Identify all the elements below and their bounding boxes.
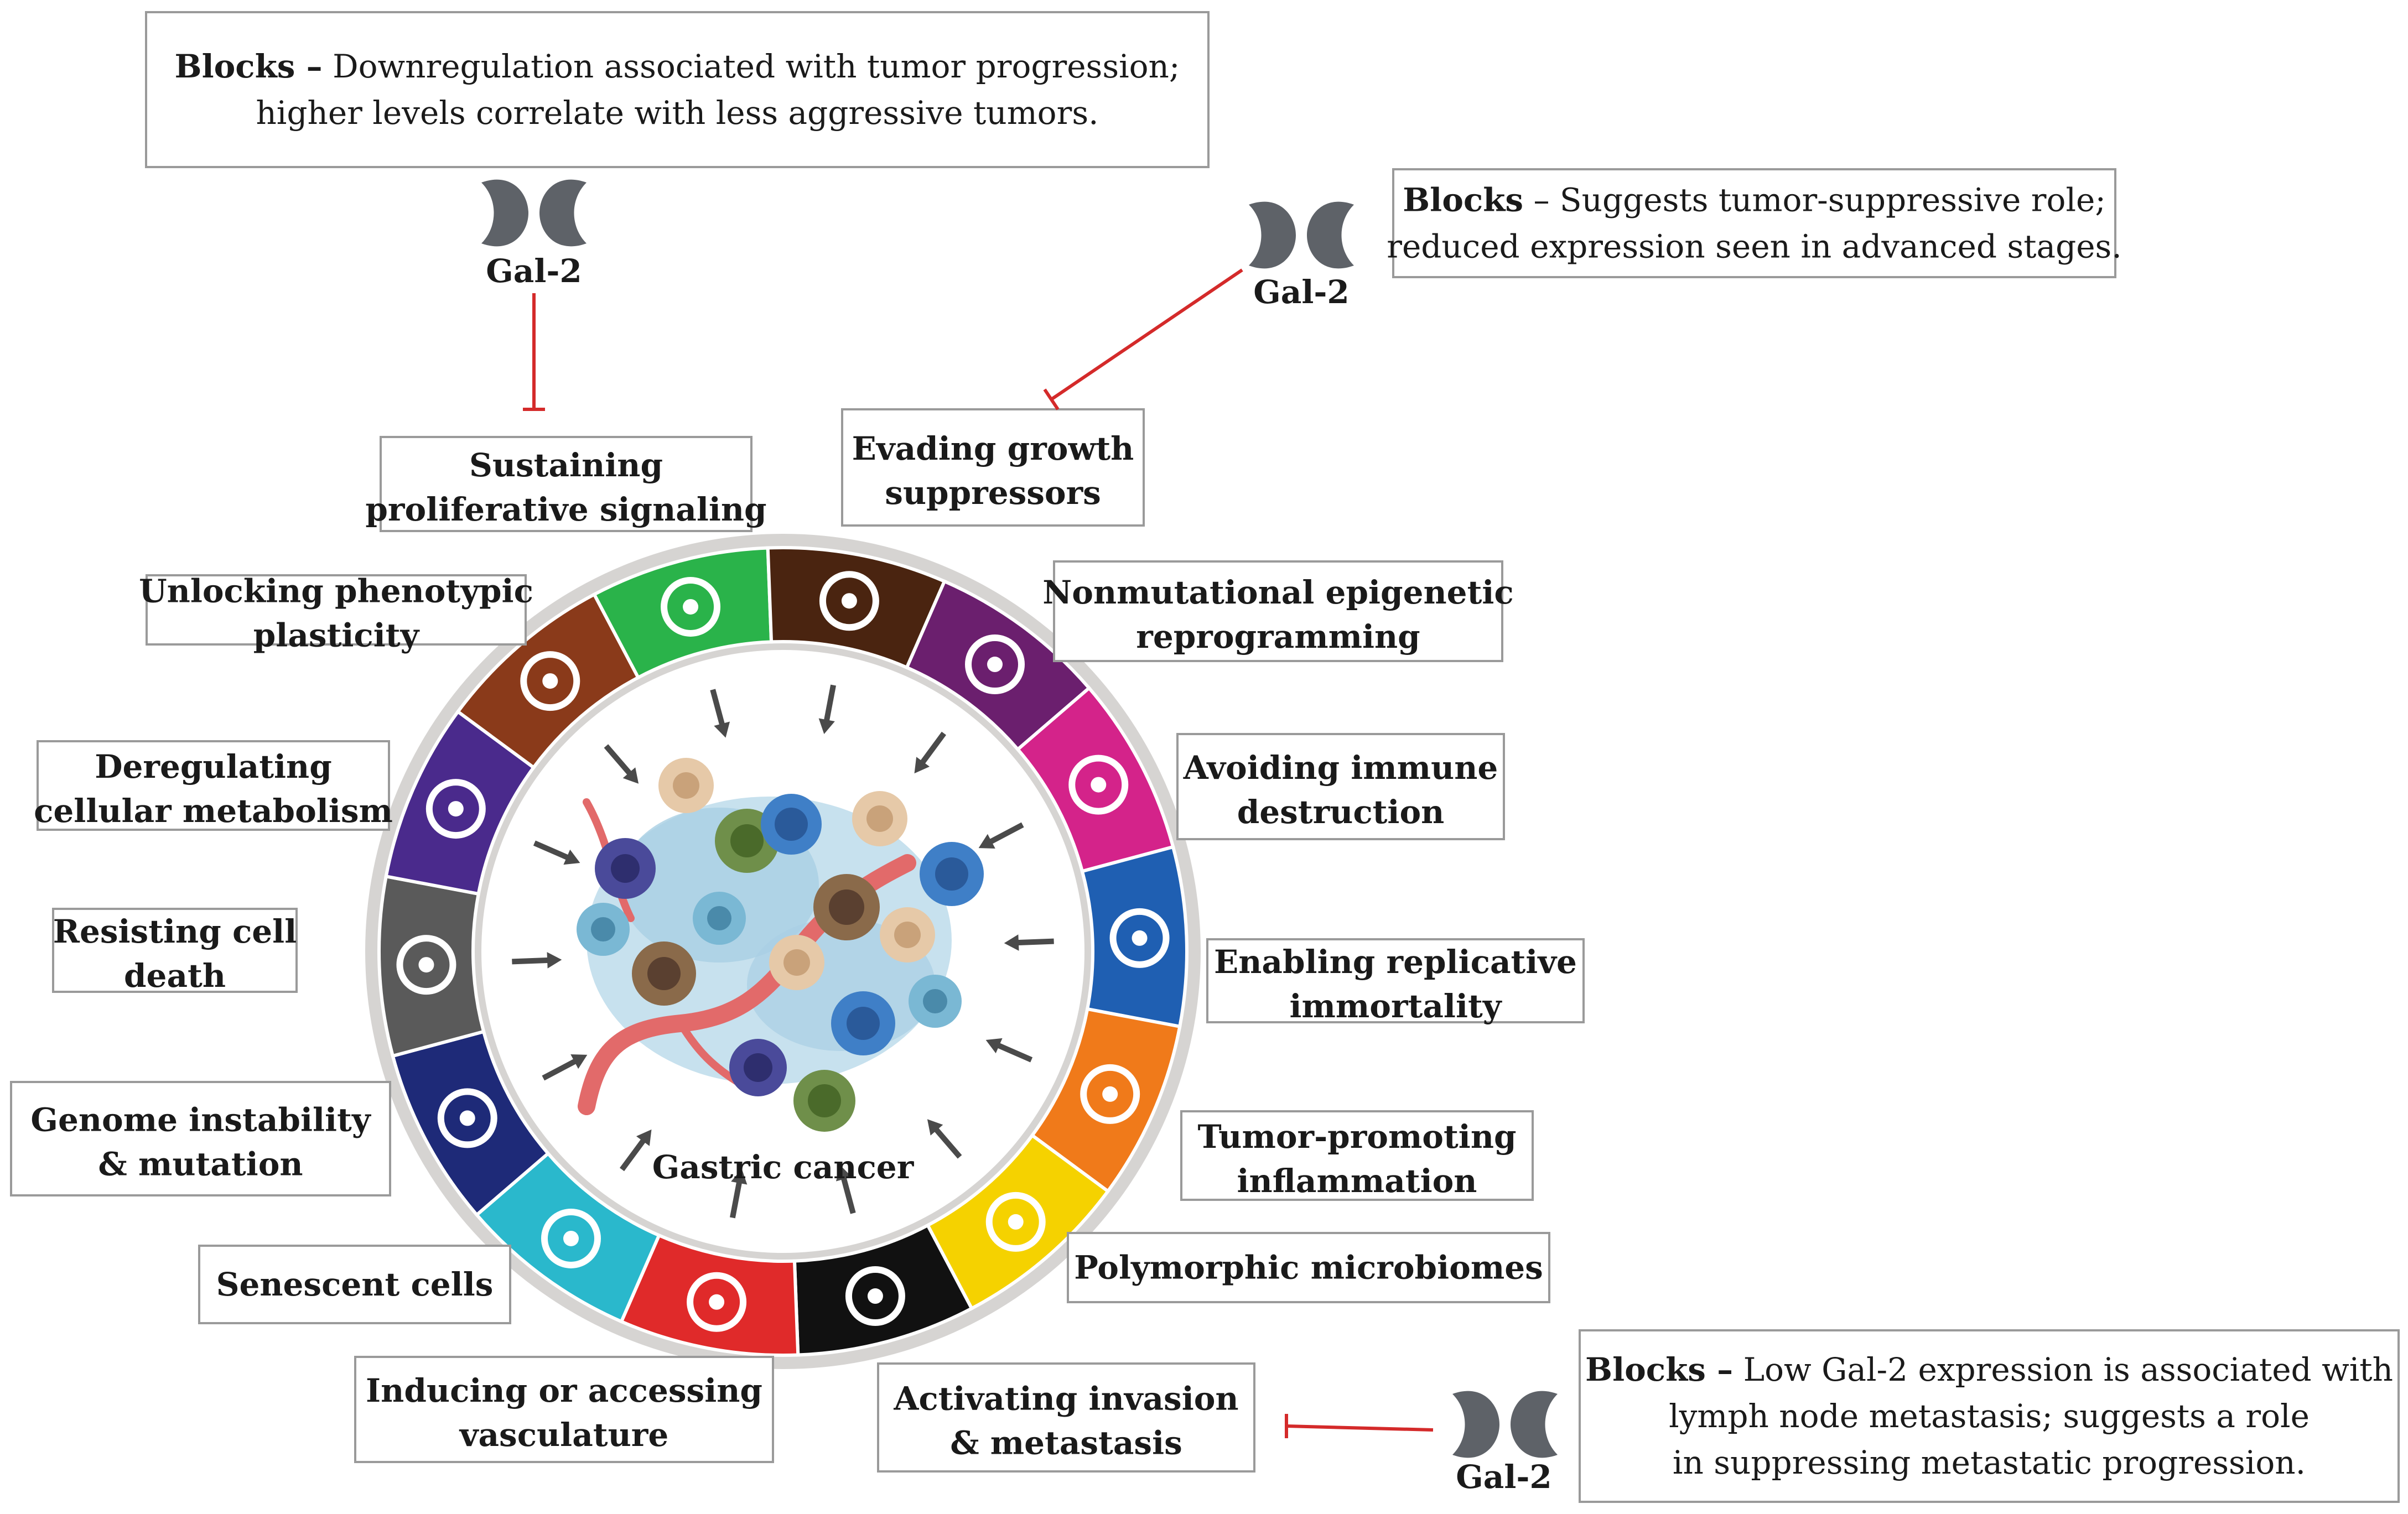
label-polymorphic-microbiomes: Polymorphic microbiomes bbox=[1067, 1232, 1550, 1303]
dna-icon bbox=[437, 1088, 497, 1148]
flame-icon bbox=[1080, 1064, 1140, 1124]
center-label: Gastric cancer bbox=[652, 1148, 915, 1186]
label-line1: Unlocking phenotypic bbox=[139, 573, 533, 610]
leaf-icon bbox=[541, 1208, 601, 1268]
label-line2: proliferative signaling bbox=[365, 491, 766, 528]
note-line3: in suppressing metastatic progression. bbox=[1673, 1444, 2306, 1481]
hallmark-labels: Sustaining proliferative signaling Evading… bbox=[10, 408, 1585, 1473]
label-activating-invasion-metastasis: Activating invasion & metastasis bbox=[877, 1362, 1255, 1473]
inhibit-line bbox=[1286, 1424, 1434, 1432]
label-line1: Genome instability bbox=[30, 1101, 371, 1139]
key-icon bbox=[520, 651, 580, 711]
gal2-icon bbox=[481, 179, 587, 247]
label-line2: death bbox=[124, 957, 226, 995]
label-enabling-replicative-immortality: Enabling replicative immortality bbox=[1206, 938, 1585, 1025]
label-deregulating-cellular-metabolism: Deregulating cellular metabolism bbox=[34, 740, 393, 831]
label-line2: & mutation bbox=[98, 1146, 303, 1183]
gal2-label: Gal-2 bbox=[486, 252, 582, 290]
vessel-icon bbox=[687, 1272, 747, 1332]
label-line1: Resisting cell bbox=[53, 913, 297, 950]
gal2-label: Gal-2 bbox=[1253, 273, 1350, 311]
gal2-note-3: Blocks – Low Gal-2 expression is associa… bbox=[1579, 1329, 2400, 1503]
gal2-note-2: Blocks – Suggests tumor-suppressive role… bbox=[1387, 168, 2122, 278]
gal2-note-1: Blocks – Downregulation associated with … bbox=[145, 11, 1210, 168]
note-line2: reduced expression seen in advanced stag… bbox=[1387, 228, 2122, 266]
label-line2: & metastasis bbox=[950, 1424, 1182, 1462]
gal2-annotations: Blocks – Downregulation associated with … bbox=[145, 11, 2400, 1503]
prohibit-icon bbox=[819, 571, 879, 631]
label-senescent-cells: Senescent cells bbox=[198, 1245, 511, 1324]
note-line1: Blocks – Downregulation associated with … bbox=[175, 48, 1180, 85]
label-line1: Tumor-promoting bbox=[1197, 1118, 1516, 1156]
gal2-label: Gal-2 bbox=[1456, 1458, 1552, 1496]
note-line1: Blocks – Low Gal-2 expression is associa… bbox=[1585, 1351, 2393, 1388]
note-line1: Blocks – Suggests tumor-suppressive role… bbox=[1403, 181, 2106, 219]
atom-icon bbox=[425, 779, 486, 839]
label-line2: reprogramming bbox=[1136, 618, 1420, 655]
gal2-icon bbox=[1249, 201, 1354, 269]
label-line1: Avoiding immune bbox=[1183, 749, 1498, 787]
inhibit-line bbox=[1050, 268, 1243, 401]
hallmark-segments bbox=[377, 546, 1189, 1357]
label-line2: plasticity bbox=[253, 617, 421, 654]
tumor-illustration bbox=[577, 758, 984, 1132]
inward-arrows bbox=[512, 684, 1054, 1219]
chromatin-icon bbox=[965, 634, 1025, 695]
label-line1: Polymorphic microbiomes bbox=[1074, 1249, 1543, 1287]
label-inducing-accessing-vasculature: Inducing or accessing vasculature bbox=[354, 1356, 774, 1463]
label-line1: Inducing or accessing bbox=[366, 1372, 762, 1409]
label-line2: destruction bbox=[1237, 793, 1445, 831]
label-line2: cellular metabolism bbox=[34, 792, 393, 830]
label-genome-instability-mutation: Genome instability & mutation bbox=[10, 1081, 391, 1196]
label-line2: inflammation bbox=[1237, 1162, 1477, 1200]
label-line2: vasculature bbox=[459, 1416, 668, 1454]
label-line2: suppressors bbox=[885, 474, 1101, 512]
infinity-icon bbox=[1109, 908, 1170, 968]
label-line1: Evading growth bbox=[852, 430, 1134, 467]
label-line1: Activating invasion bbox=[893, 1380, 1238, 1418]
label-line2: immortality bbox=[1290, 987, 1503, 1025]
label-unlocking-phenotypic-plasticity: Unlocking phenotypic plasticity bbox=[139, 573, 533, 654]
label-resisting-cell-death: Resisting cell death bbox=[52, 908, 298, 995]
note-line2: lymph node metastasis; suggests a role bbox=[1669, 1397, 2310, 1435]
label-nonmutational-epigenetic-reprogramming: Nonmutational epigenetic reprogramming bbox=[1042, 560, 1514, 662]
label-line1: Senescent cells bbox=[216, 1266, 494, 1303]
gal2-icon bbox=[1452, 1391, 1558, 1458]
label-line1: Deregulating bbox=[95, 748, 332, 785]
label-line1: Nonmutational epigenetic bbox=[1042, 574, 1513, 611]
bacteria-icon bbox=[985, 1192, 1046, 1252]
label-evading-growth-suppressors: Evading growth suppressors bbox=[841, 408, 1145, 527]
label-line1: Sustaining bbox=[469, 446, 663, 484]
cross-icon bbox=[396, 935, 456, 995]
arrow-turn-icon bbox=[661, 576, 721, 637]
label-avoiding-immune-destruction: Avoiding immune destruction bbox=[1176, 733, 1505, 840]
note-line2: higher levels correlate with less aggres… bbox=[256, 94, 1098, 132]
immune-cell-icon bbox=[1068, 755, 1129, 815]
label-sustaining-proliferative-signaling: Sustaining proliferative signaling bbox=[365, 436, 767, 532]
label-tumor-promoting-inflammation: Tumor-promoting inflammation bbox=[1180, 1110, 1534, 1201]
label-line1: Enabling replicative bbox=[1214, 943, 1577, 981]
migrating-cell-icon bbox=[845, 1266, 905, 1326]
